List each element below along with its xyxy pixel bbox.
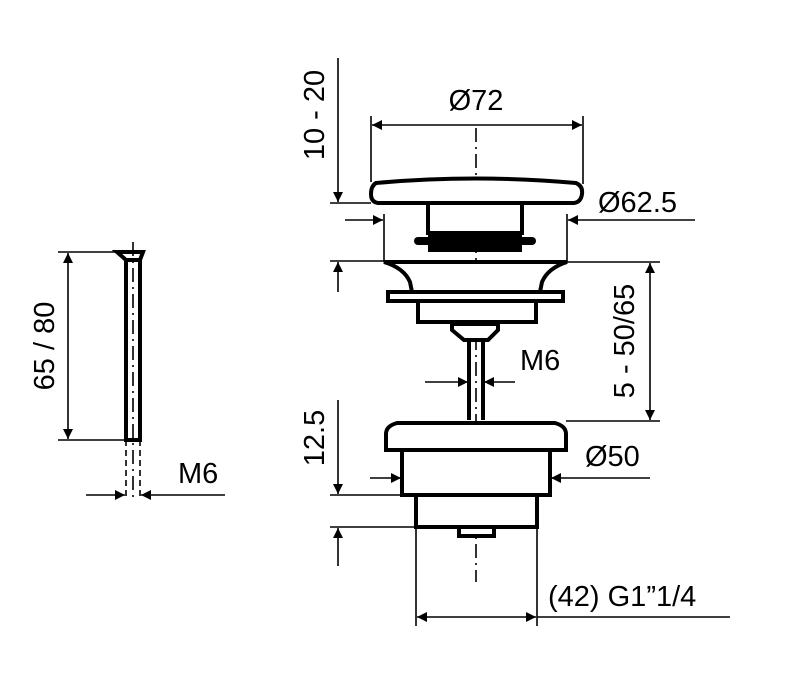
valve-upper [368, 176, 585, 420]
stroke-label: 5 - 50/65 [609, 284, 641, 398]
body-top [416, 299, 538, 324]
stroke-dimension: 5 - 50/65 [540, 261, 660, 422]
screw-thread-dimension: M6 [86, 458, 225, 500]
cap-diameter-label: Ø72 [449, 85, 504, 117]
screw-length-dimension: 65 / 80 [29, 251, 126, 441]
bottom-plate [384, 421, 568, 452]
rod-thread-dimension: M6 [425, 345, 560, 387]
screw-length-label: 65 / 80 [29, 302, 61, 391]
flange-diameter-label: Ø62.5 [598, 187, 677, 219]
body-diameter-dimension: Ø50 [370, 441, 650, 483]
gap-label: 10 - 20 [299, 70, 331, 160]
lower-body [414, 493, 539, 529]
flange [383, 260, 568, 294]
nub [457, 525, 496, 538]
screw [111, 242, 146, 500]
bottom-height-label: 12.5 [299, 410, 331, 466]
screw-thread-label: M6 [178, 458, 218, 490]
body [400, 448, 552, 497]
body-diameter-label: Ø50 [585, 441, 640, 473]
valve-lower [384, 421, 568, 538]
flange-diameter-dimension: Ø62.5 [345, 187, 695, 262]
gap-dimension: 10 - 20 [299, 58, 384, 292]
cap [368, 176, 585, 205]
thread-size-dimension: (42) G1”1/4 [415, 528, 730, 626]
bottom-height-dimension: 12.5 [299, 400, 416, 566]
thread-size-label: (42) G1”1/4 [548, 581, 696, 613]
nut [450, 322, 500, 342]
cap-stem [426, 201, 524, 235]
cap-diameter-dimension: Ø72 [370, 85, 584, 184]
rod-thread-label: M6 [520, 345, 560, 377]
